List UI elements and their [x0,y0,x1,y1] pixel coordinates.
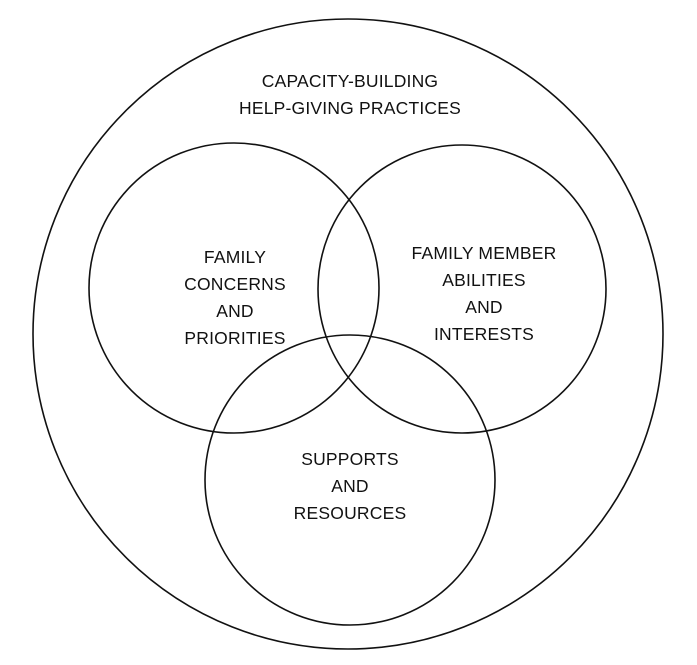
bottom-label-line-2: AND [331,476,369,496]
outer-label-line-2: HELP-GIVING PRACTICES [238,98,462,118]
outer-label-line-1: CAPACITY-BUILDING [261,71,439,91]
bottom-label-line-3: RESOURCES [293,503,407,523]
right-label-line-3: AND [465,297,503,317]
bottom-circle-label: SUPPORTS AND RESOURCES [235,446,465,527]
left-circle [88,142,380,434]
right-label-line-1: FAMILY MEMBER [411,243,557,263]
right-label-line-4: INTERESTS [433,324,534,344]
right-circle-label: FAMILY MEMBER ABILITIES AND INTERESTS [366,240,602,348]
right-label-line-2: ABILITIES [442,270,526,290]
bottom-label-line-1: SUPPORTS [301,449,399,469]
bottom-circle [204,334,496,626]
left-label-line-4: PRIORITIES [184,328,286,348]
outer-circle [32,18,664,650]
left-label-line-3: AND [216,301,254,321]
right-circle [317,144,607,434]
left-label-line-1: FAMILY [203,247,267,267]
left-circle-label: FAMILY CONCERNS AND PRIORITIES [120,244,350,352]
outer-circle-label: CAPACITY-BUILDING HELP-GIVING PRACTICES [200,68,500,122]
left-label-line-2: CONCERNS [184,274,286,294]
